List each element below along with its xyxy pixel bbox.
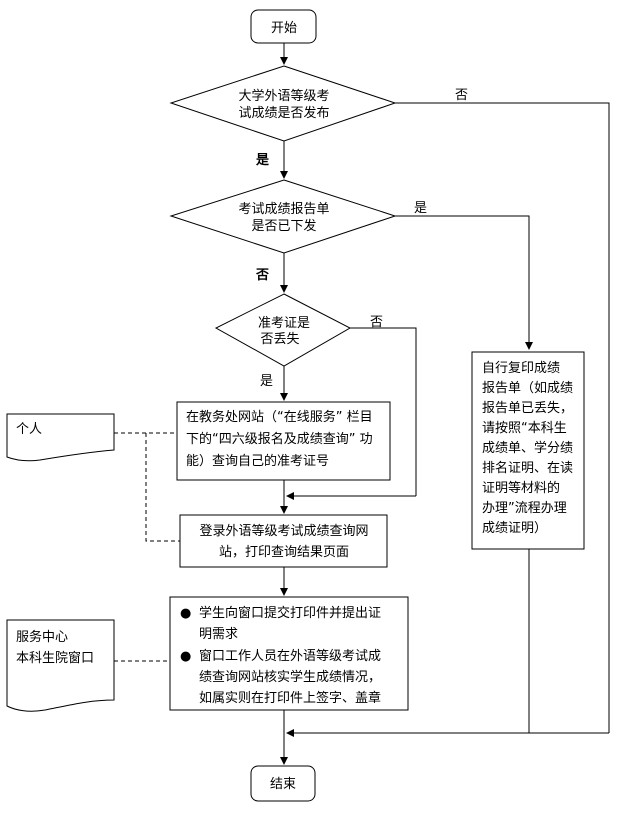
d2-yes-label: 是 (414, 201, 427, 216)
self-copy-line8: 办理”流程办理 (482, 501, 567, 516)
d2-no-label: 否 (255, 268, 269, 283)
process-self-copy-report: 自行复印成绩 报告单（如成绩 报告单已丢失， 请按照“本科生 成绩单、学分绩 排… (471, 351, 585, 550)
doc-personal-label: 个人 (16, 422, 42, 437)
self-copy-line2: 报告单（如成绩 (482, 380, 573, 396)
window-bullet2-line2: 绩查询网站核实学生成绩情况， (199, 669, 381, 685)
query-ticket-line3: 能）查询自己的准考证号 (186, 453, 329, 469)
start-node: 开始 (250, 9, 317, 44)
d3-yes-label: 是 (260, 374, 273, 389)
self-copy-line4: 请按照“本科生 (482, 421, 567, 436)
start-label: 开始 (271, 21, 297, 36)
decision2-line1: 考试成绩报告单 (238, 202, 329, 217)
decision2-line2: 是否已下发 (251, 218, 316, 234)
self-copy-line7: 证明等材料的 (482, 480, 560, 496)
doc-service-line2: 本科生院窗口 (16, 650, 94, 666)
connectors (114, 43, 610, 765)
dashed-personal-to-login (145, 433, 180, 542)
self-copy-line9: 成绩证明） (482, 521, 547, 536)
line-d3-no (350, 327, 417, 496)
decision-report-issued: 考试成绩报告单 是否已下发 (169, 179, 397, 254)
self-copy-line1: 自行复印成绩 (482, 361, 560, 376)
self-copy-line5: 成绩单、学分绩 (482, 440, 573, 456)
process-query-ticket-number: 在教务处网站（“在线服务” 栏目 下的“四六级报名及成绩查询” 功 能）查询自己… (176, 401, 391, 481)
process-login-print: 登录外语等级考试成绩查询网 站，打印查询结果页面 (179, 514, 388, 568)
self-copy-line3: 报告单已丢失， (482, 401, 573, 416)
window-bullet1-line1: 学生向窗口提交打印件并提出证 (199, 605, 381, 621)
decision-ticket-lost: 准考证是 否丢失 (214, 293, 352, 367)
line-d1-no (395, 102, 610, 733)
self-copy-line6: 排名证明、在读 (482, 460, 573, 476)
bullet-icon: ● (180, 649, 191, 664)
document-personal: 个人 (6, 413, 115, 462)
decision1-line2: 试成绩是否发布 (238, 105, 329, 121)
end-node: 结束 (250, 765, 316, 802)
document-service-center: 服务中心 本科生院窗口 (6, 619, 115, 712)
arrow-d2-yes (395, 215, 533, 350)
query-ticket-line2: 下的“四六级报名及成绩查询” 功 (186, 431, 373, 447)
process-window-verification: ● 学生向窗口提交打印件并提出证 明需求 ● 窗口工作人员在外语等级考试成 绩查… (169, 596, 409, 711)
query-ticket-line1: 在教务处网站（“在线服务” 栏目 (186, 409, 373, 425)
d1-yes-label: 是 (255, 153, 270, 168)
login-print-line2: 站，打印查询结果页面 (219, 545, 349, 560)
decision1-line1: 大学外语等级考 (238, 88, 329, 104)
d1-no-label: 否 (455, 88, 468, 103)
doc-service-line1: 服务中心 (16, 629, 68, 645)
decision-scores-published: 大学外语等级考 试成绩是否发布 (169, 65, 397, 142)
window-bullet1-line2: 明需求 (199, 627, 238, 642)
d3-no-label: 否 (370, 315, 383, 330)
bullet-icon: ● (180, 606, 191, 621)
window-bullet2-line3: 如属实则在打印件上签字、盖章 (199, 690, 381, 706)
decision3-line2: 否丢失 (260, 332, 299, 347)
window-bullet2-line1: 窗口工作人员在外语等级考试成 (199, 648, 381, 664)
login-print-line1: 登录外语等级考试成绩查询网 (199, 523, 368, 539)
end-label: 结束 (270, 777, 296, 792)
decision3-line1: 准考证是 (258, 316, 310, 331)
